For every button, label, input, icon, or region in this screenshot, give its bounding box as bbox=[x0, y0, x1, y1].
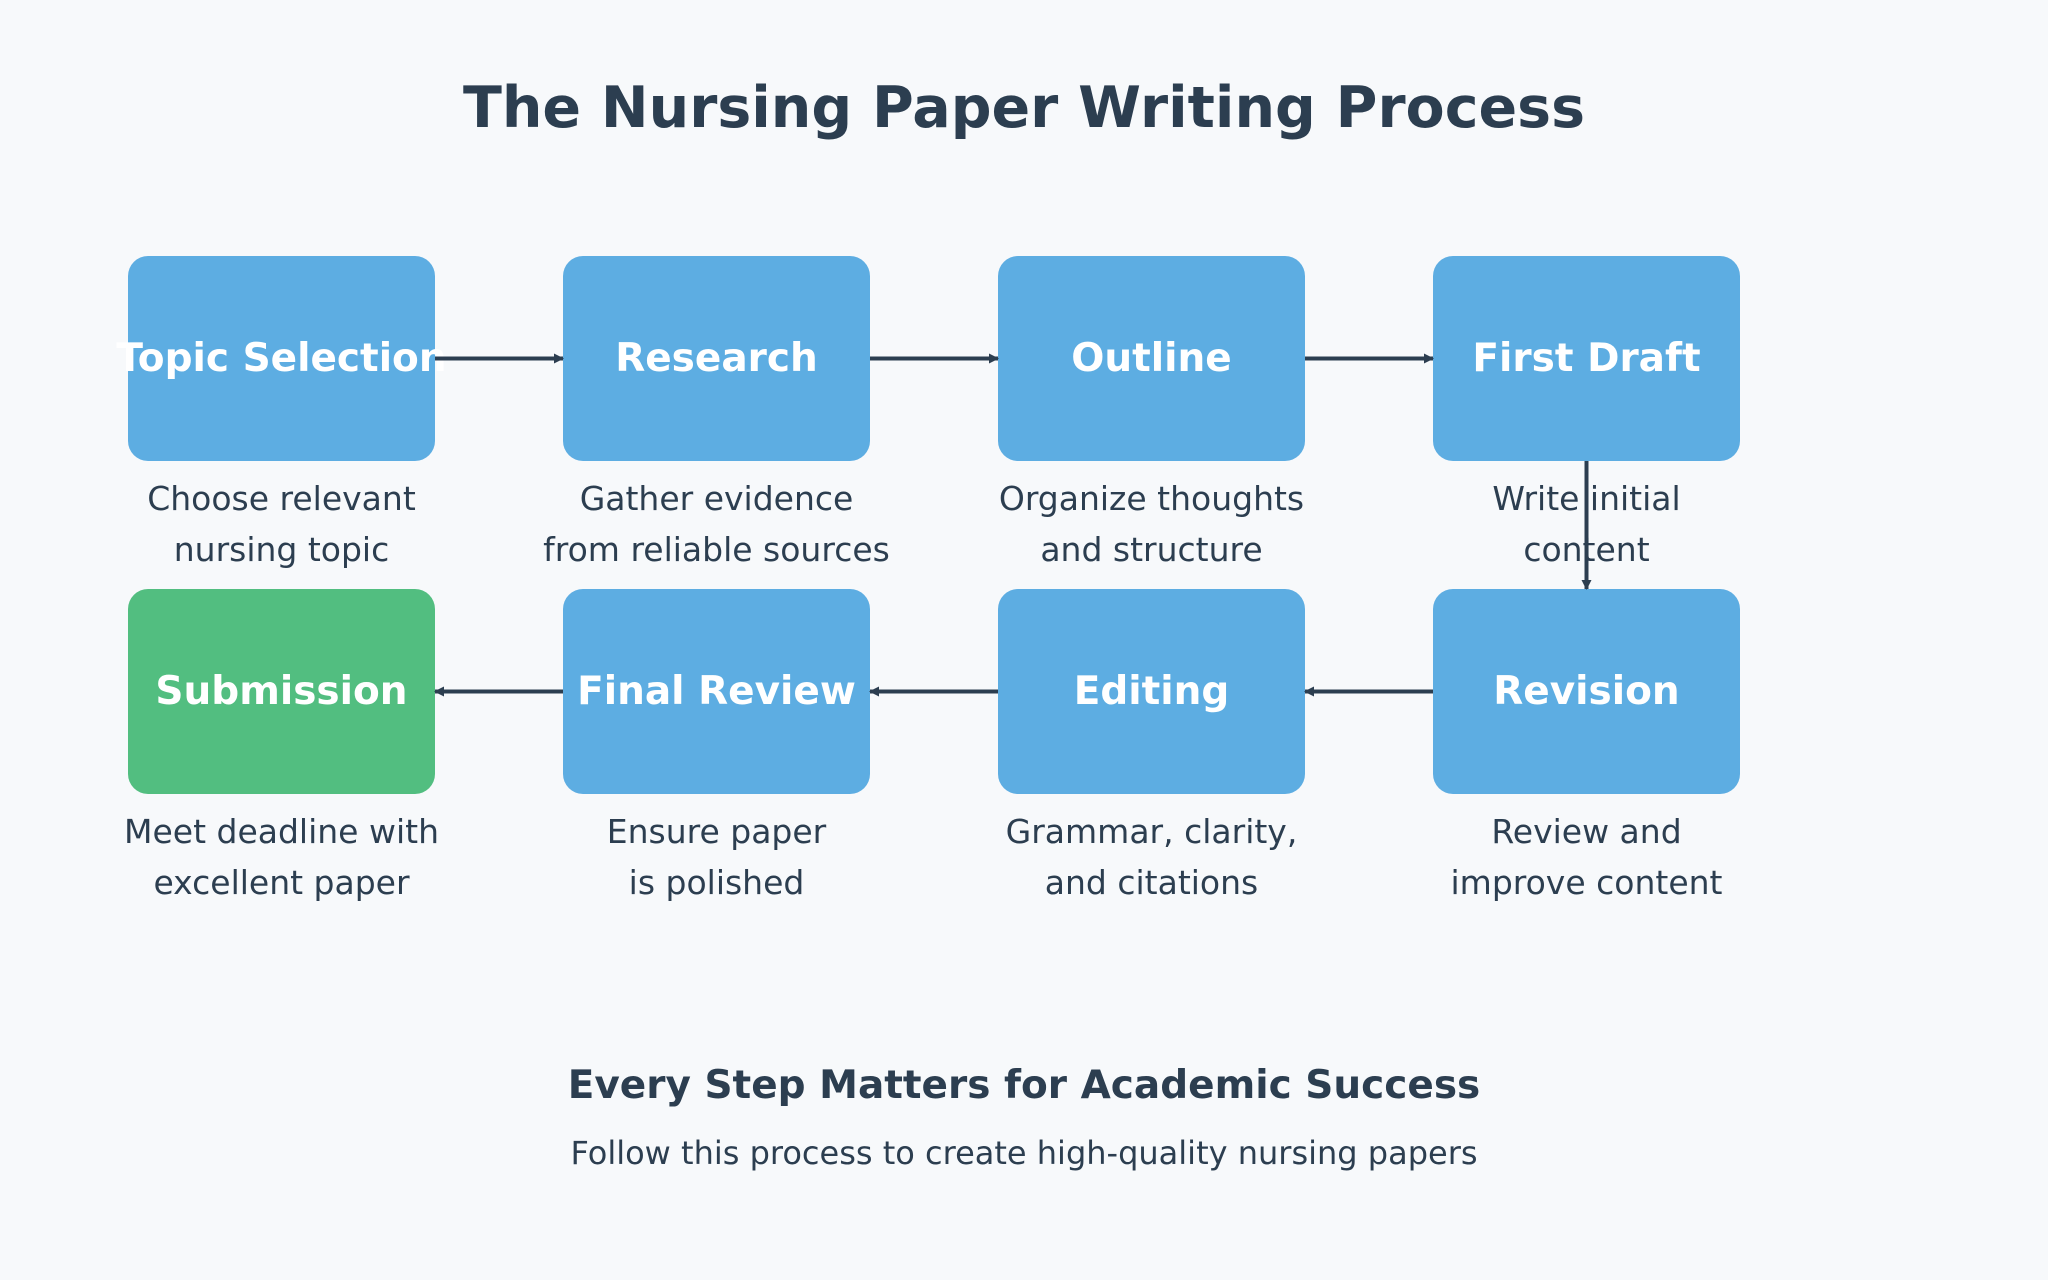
step-box-editing: Editing bbox=[998, 589, 1305, 794]
diagram-title: The Nursing Paper Writing Process bbox=[462, 75, 1586, 141]
step-description-line: excellent paper bbox=[153, 863, 410, 902]
step-description-final-review: Ensure paper is polished bbox=[537, 806, 897, 908]
step-description-line: Gather evidence bbox=[579, 479, 854, 518]
step-box-revision: Revision bbox=[1433, 589, 1740, 794]
step-description-line: Choose relevant bbox=[147, 479, 416, 518]
step-description-topic-selection: Choose relevant nursing topic bbox=[102, 473, 462, 575]
step-box-final-review: Final Review bbox=[563, 589, 870, 794]
step-box-research: Research bbox=[563, 256, 870, 461]
step-label: Research bbox=[615, 336, 818, 381]
step-description-line: nursing topic bbox=[173, 530, 390, 569]
step-box-topic-selection: Topic Selection bbox=[116, 256, 447, 461]
step-description-line: Grammar, clarity, bbox=[1005, 812, 1298, 851]
step-description-line: Meet deadline with bbox=[124, 812, 439, 851]
step-label: Outline bbox=[1071, 336, 1232, 381]
step-label: Final Review bbox=[577, 669, 856, 714]
step-label: First Draft bbox=[1472, 336, 1701, 381]
step-box-first-draft: First Draft bbox=[1433, 256, 1740, 461]
step-description-line: from reliable sources bbox=[543, 530, 890, 569]
step-description-editing: Grammar, clarity, and citations bbox=[972, 806, 1332, 908]
step-description-research: Gather evidence from reliable sources bbox=[537, 473, 897, 575]
step-description-line: and structure bbox=[1040, 530, 1263, 569]
footer-subtitle: Follow this process to create high-quali… bbox=[570, 1134, 1478, 1172]
step-description-revision: Review and improve content bbox=[1407, 806, 1767, 908]
step-description-outline: Organize thoughts and structure bbox=[972, 473, 1332, 575]
step-description-line: and citations bbox=[1044, 863, 1259, 902]
step-label: Submission bbox=[155, 669, 408, 714]
step-description-submission: Meet deadline with excellent paper bbox=[102, 806, 462, 908]
step-label: Editing bbox=[1073, 669, 1230, 714]
step-label: Topic Selection bbox=[116, 336, 447, 381]
step-description-line: improve content bbox=[1450, 863, 1723, 902]
footer-title: Every Step Matters for Academic Success bbox=[567, 1063, 1481, 1108]
step-description-line: Ensure paper bbox=[606, 812, 827, 851]
step-description-line: Organize thoughts bbox=[998, 479, 1305, 518]
step-description-line: is polished bbox=[628, 863, 805, 902]
step-description-line: Review and bbox=[1491, 812, 1682, 851]
step-box-submission: Submission bbox=[128, 589, 435, 794]
step-box-outline: Outline bbox=[998, 256, 1305, 461]
step-label: Revision bbox=[1493, 669, 1680, 714]
